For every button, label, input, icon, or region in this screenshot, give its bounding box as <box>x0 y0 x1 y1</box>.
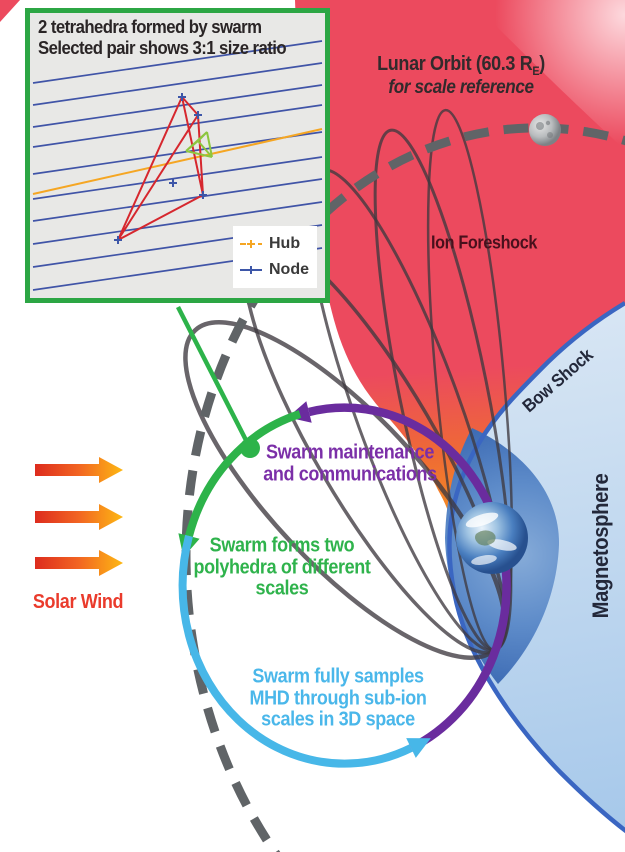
samples-line3: scales in 3D space <box>261 708 415 731</box>
poly-line3: scales <box>255 577 309 600</box>
magnetosphere-label: Magnetosphere <box>588 473 614 619</box>
swarm-maintenance-label: Swarm maintenance and communications <box>263 442 437 485</box>
poly-line2: polyhedra of different <box>193 556 371 579</box>
solar-wind-arrows <box>35 457 123 576</box>
bow-shock-line <box>447 301 625 834</box>
node-marker-icon <box>240 266 262 274</box>
inset-title-line2: Selected pair shows 3:1 size ratio <box>38 38 287 58</box>
node-markers <box>114 93 207 244</box>
lunar-orbit-line1: Lunar Orbit (60.3 RE) <box>377 52 545 78</box>
legend-row-node: Node <box>239 257 309 283</box>
swarm-samples-label: Swarm fully samples MHD through sub-ion … <box>249 665 427 732</box>
swarm-location-dot <box>240 438 260 458</box>
samples-line2: MHD through sub-ion <box>249 687 427 710</box>
hub-marker-icon <box>240 240 262 248</box>
lightblue-arrowhead <box>406 738 431 758</box>
swarm-polyhedra-label: Swarm forms two polyhedra of different s… <box>193 534 371 601</box>
lunar-orbit-line2: for scale reference <box>388 76 534 98</box>
orbit-segment-lightblue <box>178 534 413 768</box>
moon <box>529 114 561 146</box>
samples-line1: Swarm fully samples <box>252 665 424 688</box>
legend-hub-label: Hub <box>269 235 301 252</box>
inset-title: 2 tetrahedra formed by swarm Selected pa… <box>38 17 287 59</box>
tetrahedra-inset-panel: 2 tetrahedra formed by swarm Selected pa… <box>25 8 330 303</box>
inset-title-line1: 2 tetrahedra formed by swarm <box>38 17 262 37</box>
lunar-orbit-label: Lunar Orbit (60.3 RE) for scale referenc… <box>377 52 545 98</box>
poly-line1: Swarm forms two <box>209 534 355 557</box>
orbit-segment-green <box>185 410 302 538</box>
maint-line1: Swarm maintenance <box>266 441 434 464</box>
large-tetrahedron <box>117 96 204 241</box>
earth <box>456 502 528 574</box>
corner-pink-fade <box>470 0 625 150</box>
legend-row-hub: Hub <box>239 231 309 257</box>
ion-foreshock-label: Ion Foreshock <box>430 232 538 253</box>
hub-trajectory-line <box>32 128 323 195</box>
maint-line2: and communications <box>263 463 437 485</box>
small-tetrahedron <box>185 131 213 158</box>
inset-legend: Hub Node <box>233 226 317 288</box>
inset-pointer-line <box>175 305 253 450</box>
solar-wind-label: Solar Wind <box>32 591 124 614</box>
legend-node-label: Node <box>269 261 309 278</box>
inset-plot <box>32 40 323 291</box>
lunar-orbit-path <box>181 123 625 852</box>
corner-red-triangle <box>0 0 20 22</box>
